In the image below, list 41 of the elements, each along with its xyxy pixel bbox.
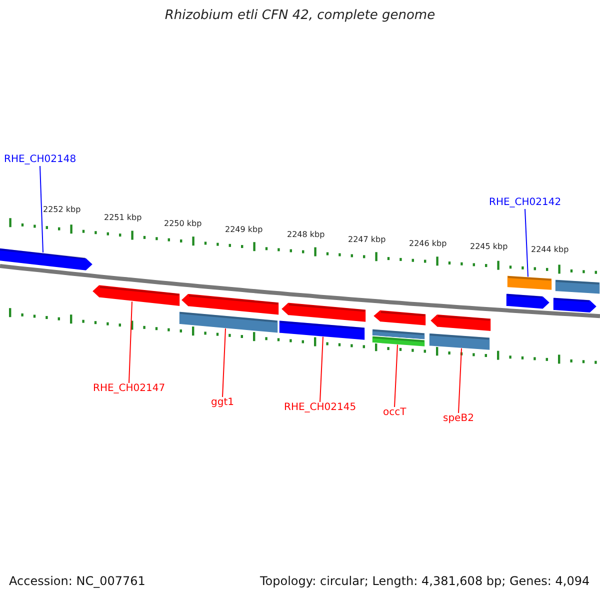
gene-feature: [506, 292, 551, 310]
gene-label: occT: [383, 407, 406, 418]
scale-label: 2251 kbp: [104, 213, 142, 222]
gene-feature: [552, 296, 598, 314]
gene-feature: [0, 246, 94, 272]
gene-label: RHE_CH02147: [93, 383, 166, 394]
scale-label: 2248 kbp: [287, 230, 325, 240]
gene-segment: [554, 278, 600, 295]
title: Rhizobium etli CFN 42, complete genome: [164, 9, 436, 24]
gene-feature: [280, 302, 366, 323]
leader-line: [40, 166, 44, 254]
gene-segment: [372, 335, 426, 348]
scale-label: 2244 kbp: [531, 245, 569, 254]
scale-label: 2245 kbp: [470, 242, 508, 252]
gene-label: RHE_CH02148: [4, 154, 76, 166]
gene-label: ggt1: [211, 397, 234, 408]
footer-text: Accession: NC_007761: [9, 575, 146, 589]
gene-label: RHE_CH02142: [489, 197, 562, 208]
gene-label: speB2: [443, 413, 474, 424]
leader-line: [458, 348, 462, 414]
gene-segment: [372, 328, 426, 340]
leader-line: [524, 208, 528, 278]
scale-label: 2247 kbp: [348, 235, 386, 244]
gene-label: RHE_CH02145: [284, 402, 356, 414]
scale-label: 2249 kbp: [225, 225, 263, 234]
leader-line: [394, 344, 398, 408]
gene-feature: [429, 314, 492, 332]
scale-label: 2250 kbp: [164, 219, 202, 228]
leader-line: [222, 328, 226, 398]
gene-segment: [506, 274, 552, 291]
leader-line: [320, 336, 324, 402]
leader-line: [128, 301, 132, 384]
gene-segment: [278, 320, 366, 341]
footer-text: Topology: circular; Length: 4,381,608 bp; Genes: 4,094: [260, 575, 590, 589]
gene-segment: [428, 332, 490, 351]
gene-feature: [372, 309, 426, 326]
scale-label: 2252 kbp: [43, 205, 81, 214]
gene-segment: [178, 310, 278, 334]
gene-feature: [91, 284, 180, 307]
scale-label: 2246 kbp: [409, 239, 447, 248]
gene-feature: [180, 293, 280, 316]
